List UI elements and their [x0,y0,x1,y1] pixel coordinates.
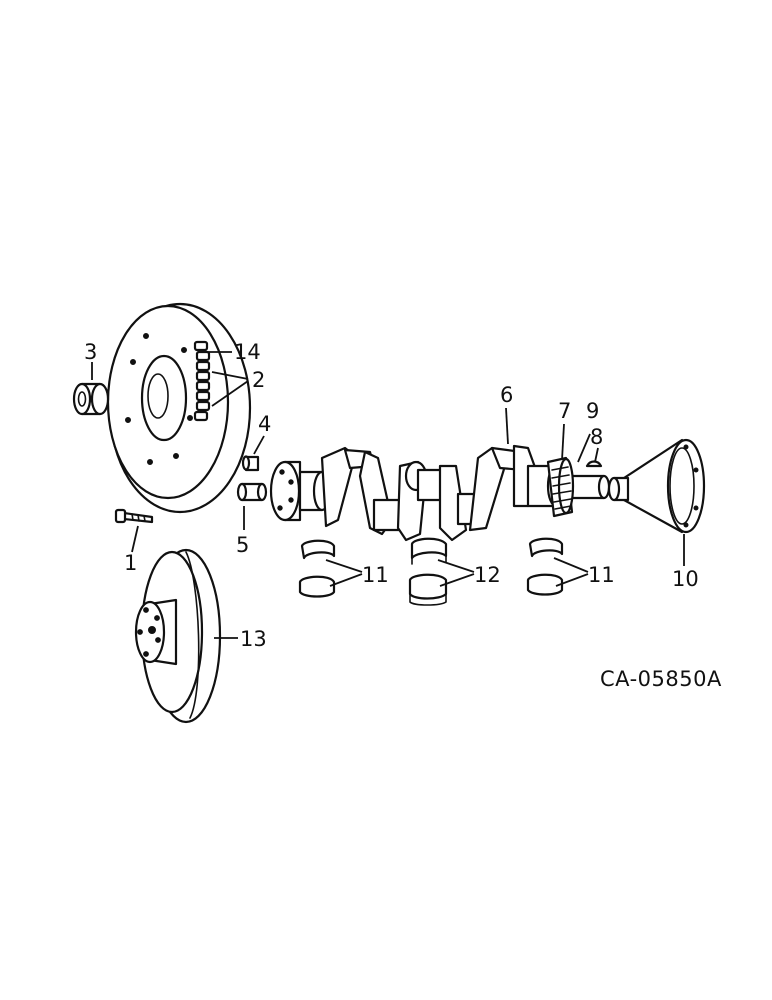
thrust-bearing-shells [408,537,448,606]
crankshaft-gear [546,456,575,518]
dowel-pin [241,455,260,472]
callout-11-left: 11 [362,563,389,587]
callout-labels: 1 2 3 4 5 6 7 8 9 10 11 12 11 13 14 [84,340,699,651]
callout-11-right: 11 [588,563,615,587]
flywheel [106,302,252,514]
leader-lines [91,351,685,639]
callout-5: 5 [236,533,249,557]
callout-3: 3 [84,340,97,364]
callout-9: 9 [586,399,599,423]
callout-12: 12 [474,563,501,587]
callout-4: 4 [258,412,271,436]
callout-7: 7 [558,399,571,423]
crankshaft-pulley [134,548,222,724]
main-bearing-shells-left [298,539,336,598]
callout-10: 10 [672,567,699,591]
callout-6: 6 [500,383,513,407]
callout-14: 14 [234,340,261,364]
pilot-bearing [72,382,110,416]
callout-2: 2 [252,368,265,392]
callout-1: 1 [124,551,137,575]
bushing [236,482,268,502]
flywheel-bolt-holes [125,333,193,465]
callout-13: 13 [240,627,267,651]
drawing-reference-code: CA-05850A [600,667,722,691]
callout-8: 8 [590,425,603,449]
main-bearing-shells-right [526,537,564,596]
ring-gear-teeth [193,340,211,422]
front-cover-cone [607,438,706,534]
flywheel-bolt [114,508,154,524]
woodruff-key [585,460,603,468]
